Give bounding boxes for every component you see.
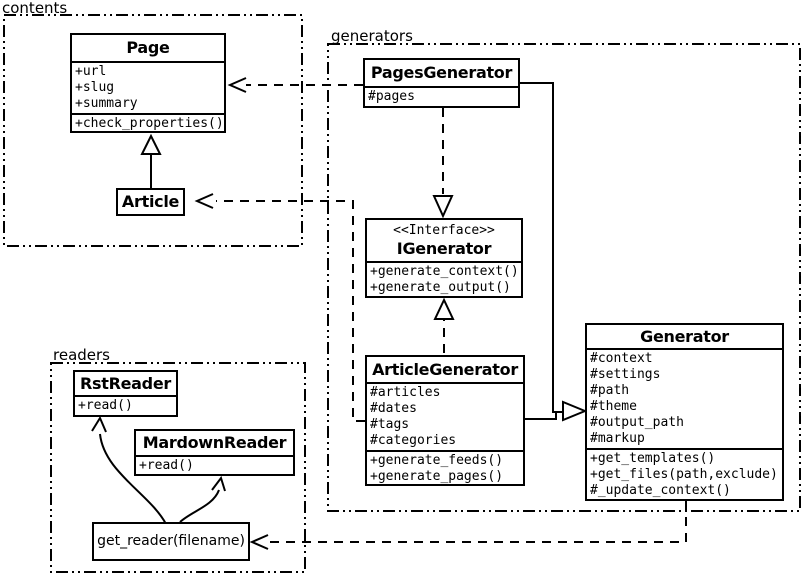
pagesgenerator-attributes-compartment: #pages: [365, 88, 518, 106]
method: +generate_feeds(): [370, 453, 504, 468]
attribute: #tags: [370, 417, 410, 432]
attribute: #dates: [370, 401, 417, 416]
getreader-to-mardownreader-arrowhead: [211, 475, 226, 492]
attribute: +url: [75, 64, 107, 79]
attribute: +summary: [75, 96, 138, 111]
class-title-rstreader: RstReader: [75, 372, 176, 397]
page-attributes-compartment: +url +slug +summary: [72, 63, 224, 115]
pagesgenerator-to-generator-inheritance-line: [520, 82, 563, 413]
generator-methods-compartment: +get_templates() +get_files(path,exclude…: [587, 450, 782, 500]
attribute: #categories: [370, 433, 457, 448]
attribute: #context: [590, 351, 653, 366]
package-label-generators: generators: [331, 27, 413, 45]
class-title-page: Page: [72, 35, 224, 63]
package-label-readers: readers: [53, 346, 110, 364]
attribute: #path: [590, 383, 630, 398]
attribute: #output_path: [590, 415, 684, 430]
class-title-mardownreader: MardownReader: [136, 431, 293, 457]
class-title-pagesgenerator: PagesGenerator: [365, 60, 518, 88]
method: +generate_context(): [370, 264, 519, 279]
igenerator-title-compartment: <<Interface>> IGenerator: [367, 220, 521, 263]
igenerator-stereotype: <<Interface>>: [393, 223, 495, 238]
articlegenerator-to-article-dependency-arrowhead: [194, 193, 214, 209]
generator-inheritance-triangle: [562, 400, 588, 422]
generator-attributes-compartment: #context #settings #path #theme #output_…: [587, 350, 782, 450]
method: +generate_output(): [370, 280, 511, 295]
class-title-article: Article: [121, 192, 180, 211]
package-border-readers: [50, 362, 306, 573]
attribute: #theme: [590, 399, 637, 414]
package-border-contents: [3, 14, 303, 247]
class-box-rstreader: RstReader +read(): [73, 370, 178, 417]
pagesgenerator-to-page-dependency-arrowhead: [227, 77, 247, 93]
attribute: #articles: [370, 385, 441, 400]
class-box-generator: Generator #context #settings #path #them…: [585, 323, 784, 501]
method: +generate_pages(): [370, 469, 504, 484]
class-box-igenerator: <<Interface>> IGenerator +generate_conte…: [365, 218, 523, 298]
page-methods-compartment: +check_properties(): [72, 115, 224, 133]
class-box-mardownreader: MardownReader +read(): [134, 429, 295, 476]
class-title-articlegenerator: ArticleGenerator: [367, 357, 523, 384]
getreader-to-rstreader-arrow-line: [99, 433, 167, 525]
generator-to-getreader-dependency-arrowhead: [249, 534, 269, 550]
attribute: #pages: [368, 89, 415, 104]
class-title-generator: Generator: [587, 325, 782, 350]
method: +check_properties(): [75, 116, 224, 131]
articlegenerator-to-generator-inheritance-line: [525, 412, 557, 420]
class-title-igenerator: IGenerator: [396, 239, 492, 258]
generator-to-getreader-dependency-line: [265, 501, 687, 543]
articlegenerator-to-igenerator-realization-triangle: [433, 297, 455, 320]
articlegenerator-to-article-dependency-line: [216, 200, 365, 422]
package-label-contents: contents: [2, 0, 68, 17]
mardownreader-methods-compartment: +read(): [136, 457, 293, 475]
method: +read(): [139, 458, 194, 473]
method: #_update_context(): [590, 483, 731, 498]
package-border-generators: [327, 43, 801, 512]
articlegenerator-methods-compartment: +generate_feeds() +generate_pages(): [367, 452, 523, 486]
attribute: #settings: [590, 367, 661, 382]
getreader-to-mardownreader-arrow-line: [179, 489, 220, 523]
get-reader-label: get_reader(filename): [97, 533, 245, 549]
pagesgenerator-to-igenerator-realization-triangle: [432, 195, 454, 219]
article-to-page-inheritance-triangle: [140, 133, 162, 155]
igenerator-methods-compartment: +generate_context() +generate_output(): [367, 263, 521, 297]
method: +get_templates(): [590, 451, 716, 466]
articlegenerator-attributes-compartment: #articles #dates #tags #categories: [367, 384, 523, 452]
function-box-get-reader: get_reader(filename): [92, 522, 250, 561]
class-box-page: Page +url +slug +summary +check_properti…: [70, 33, 226, 133]
attribute: #markup: [590, 431, 645, 446]
method: +get_files(path,exclude): [590, 467, 778, 482]
getreader-to-rstreader-arrowhead: [91, 415, 107, 433]
class-box-pagesgenerator: PagesGenerator #pages: [363, 58, 520, 108]
class-box-article: Article: [116, 188, 185, 216]
rstreader-methods-compartment: +read(): [75, 397, 176, 415]
method: +read(): [78, 398, 133, 413]
class-box-articlegenerator: ArticleGenerator #articles #dates #tags …: [365, 355, 525, 486]
attribute: +slug: [75, 80, 115, 95]
